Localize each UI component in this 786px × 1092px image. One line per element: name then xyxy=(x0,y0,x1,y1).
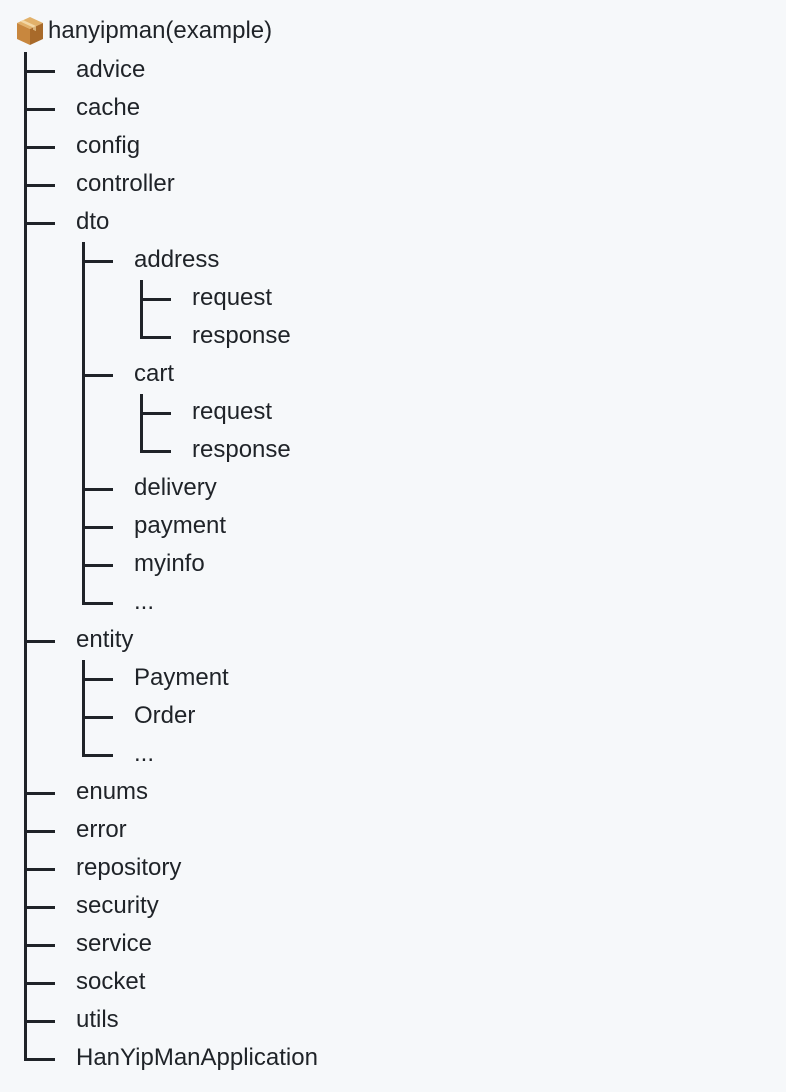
tree-node-response[interactable]: response xyxy=(192,322,291,349)
tree-branch-line xyxy=(140,280,143,339)
tree-connector xyxy=(24,222,55,225)
package-icon xyxy=(17,17,43,45)
tree-connector xyxy=(82,374,113,377)
tree-branch-line xyxy=(82,660,85,757)
tree-connector xyxy=(24,792,55,795)
tree-connector xyxy=(24,108,55,111)
tree-connector xyxy=(24,944,55,947)
tree-branch-line xyxy=(82,242,85,605)
tree-connector xyxy=(82,716,113,719)
tree-branch-line xyxy=(24,52,27,1061)
tree-connector xyxy=(24,1058,55,1061)
tree-node-response[interactable]: response xyxy=(192,436,291,463)
tree-connector xyxy=(24,70,55,73)
tree-node-payment[interactable]: Payment xyxy=(134,664,229,691)
tree-node-security[interactable]: security xyxy=(76,892,159,919)
root-folder-label: hanyipman(example) xyxy=(48,17,273,44)
tree-node-config[interactable]: config xyxy=(76,132,141,159)
tree-node-advice[interactable]: advice xyxy=(76,56,146,83)
tree-node-cart[interactable]: cart xyxy=(134,360,175,387)
tree-connector xyxy=(82,488,113,491)
tree-connector xyxy=(24,640,55,643)
tree-connector xyxy=(82,754,113,757)
tree-connector xyxy=(24,982,55,985)
tree-node-service[interactable]: service xyxy=(76,930,153,957)
tree-node-request[interactable]: request xyxy=(192,284,273,311)
tree-connector xyxy=(140,336,171,339)
tree-node-ellipsis[interactable]: ... xyxy=(134,740,155,767)
tree-node-socket[interactable]: socket xyxy=(76,968,146,995)
tree-connector xyxy=(24,868,55,871)
tree-node-myinfo[interactable]: myinfo xyxy=(134,550,205,577)
tree-connector xyxy=(24,146,55,149)
tree-connector xyxy=(82,564,113,567)
tree-node-address[interactable]: address xyxy=(134,246,220,273)
tree-node-order[interactable]: Order xyxy=(134,702,196,729)
tree-connector xyxy=(140,450,171,453)
tree-connector xyxy=(82,678,113,681)
tree-connector xyxy=(24,830,55,833)
tree-connector xyxy=(82,526,113,529)
tree-connector xyxy=(140,412,171,415)
tree-node-utils[interactable]: utils xyxy=(76,1006,119,1033)
tree-connector xyxy=(24,1020,55,1023)
tree-node-dto[interactable]: dto xyxy=(76,208,110,235)
tree-connector xyxy=(24,184,55,187)
tree-branch-line xyxy=(140,394,143,453)
tree-node-entity[interactable]: entity xyxy=(76,626,134,653)
tree-node-cache[interactable]: cache xyxy=(76,94,141,121)
tree-node-payment[interactable]: payment xyxy=(134,512,227,539)
tree-node-hanyipmanapplication[interactable]: HanYipManApplication xyxy=(76,1044,318,1071)
tree-connector xyxy=(82,260,113,263)
tree-connector xyxy=(82,602,113,605)
tree-node-enums[interactable]: enums xyxy=(76,778,149,805)
tree-node-controller[interactable]: controller xyxy=(76,170,175,197)
tree-root[interactable]: hanyipman(example) xyxy=(14,14,272,48)
tree-node-repository[interactable]: repository xyxy=(76,854,182,881)
tree-connector xyxy=(140,298,171,301)
tree-node-error[interactable]: error xyxy=(76,816,127,843)
tree-node-ellipsis[interactable]: ... xyxy=(134,588,155,615)
tree-node-request[interactable]: request xyxy=(192,398,273,425)
tree-node-delivery[interactable]: delivery xyxy=(134,474,217,501)
tree-connector xyxy=(24,906,55,909)
